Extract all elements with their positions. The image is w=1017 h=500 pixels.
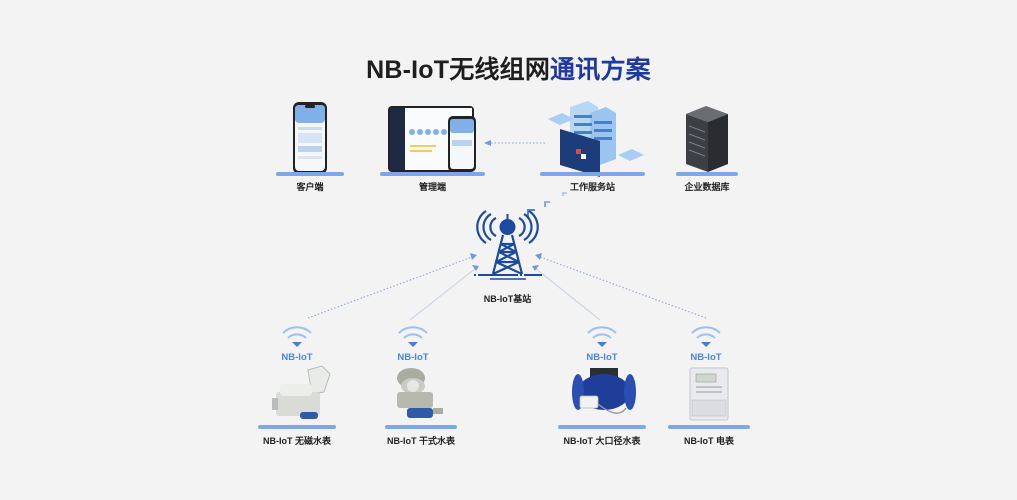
device-label: NB-IoT 大口径水表 xyxy=(563,436,641,446)
management-node: 管理端 xyxy=(380,100,485,195)
device-base-bar xyxy=(558,425,646,429)
device-signal-label: NB-IoT xyxy=(690,352,722,363)
server-station-icon xyxy=(548,101,644,177)
device-large-diameter-water-meter: NB-IoT NB-IoT 大口径水表 xyxy=(558,320,646,450)
client-node: 客户端 xyxy=(276,100,344,195)
device-magnetless-water-meter: NB-IoT NB-IoT 无磁水表 xyxy=(258,320,336,450)
wifi-signal-icon xyxy=(691,326,721,347)
title-main: NB-IoT无线组网 xyxy=(366,56,551,84)
server-station-node: 工作服务站 xyxy=(540,97,645,195)
device-electric-meter: NB-IoT NB-IoT 电表 xyxy=(668,320,750,450)
server-station-base-bar xyxy=(540,172,645,176)
device-base-bar xyxy=(385,425,457,429)
wifi-signal-icon xyxy=(398,326,428,347)
base-station-node: NB-IoT基站 xyxy=(460,208,555,304)
dry-water-meter-icon xyxy=(397,368,443,418)
wifi-signal-icon xyxy=(282,326,312,347)
wifi-signal-icon xyxy=(587,326,617,347)
water-meter-icon xyxy=(272,365,331,419)
client-label: 客户端 xyxy=(296,182,324,192)
title-highlight: 通讯方案 xyxy=(550,56,651,84)
client-base-bar xyxy=(276,172,344,176)
database-base-bar xyxy=(676,172,738,176)
database-rack-icon xyxy=(686,106,728,172)
page-title: NB-IoT无线组网通讯方案 xyxy=(0,50,1017,86)
device-label: NB-IoT 干式水表 xyxy=(387,436,455,446)
device-label: NB-IoT 无磁水表 xyxy=(263,436,331,446)
base-station-label: NB-IoT基站 xyxy=(483,294,532,304)
device-base-bar xyxy=(258,425,336,429)
server-station-label: 工作服务站 xyxy=(569,182,615,192)
management-label: 管理端 xyxy=(418,182,446,192)
management-base-bar xyxy=(380,172,485,176)
tablet-phone-icon xyxy=(388,106,476,172)
device-label: NB-IoT 电表 xyxy=(684,436,734,446)
cell-tower-icon xyxy=(474,210,542,280)
database-node: 企业数据库 xyxy=(676,100,738,195)
device-base-bar xyxy=(668,425,750,429)
database-label: 企业数据库 xyxy=(684,182,730,192)
device-signal-label: NB-IoT xyxy=(281,352,313,363)
device-signal-label: NB-IoT xyxy=(586,352,618,363)
electric-meter-icon xyxy=(689,367,729,421)
smartphone-icon xyxy=(293,102,327,174)
device-dry-water-meter: NB-IoT NB-IoT 干式水表 xyxy=(385,320,457,450)
large-water-meter-icon xyxy=(572,368,636,414)
device-signal-label: NB-IoT xyxy=(397,352,429,363)
